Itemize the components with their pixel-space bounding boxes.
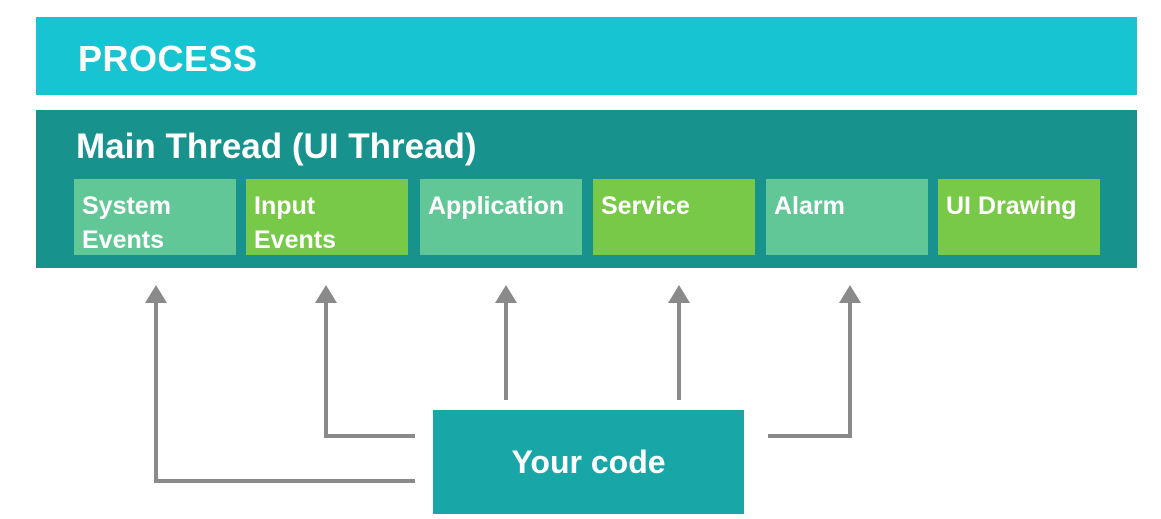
application-box: Application — [420, 179, 582, 255]
arrow-to-system-events — [154, 292, 415, 483]
service-label: Service — [601, 192, 690, 220]
ui-drawing-label: UI Drawing — [946, 192, 1077, 220]
arrowhead-service — [668, 285, 690, 303]
ui-drawing-box: UI Drawing — [938, 179, 1100, 255]
input-events-label-line2: Events — [254, 226, 336, 254]
system-events-label-line1: System — [82, 192, 171, 220]
arrowhead-input-events — [315, 285, 337, 303]
system-events-box: System Events — [74, 179, 236, 255]
arrowhead-application — [495, 285, 517, 303]
input-events-box: Input Events — [246, 179, 408, 255]
arrowhead-system-events — [145, 285, 167, 303]
arrowhead-alarm — [839, 285, 861, 303]
application-label: Application — [428, 192, 565, 220]
main-thread-container: Main Thread (UI Thread) System Events In… — [36, 110, 1137, 268]
system-events-label-line2: Events — [82, 226, 164, 254]
alarm-box: Alarm — [766, 179, 928, 255]
service-box: Service — [593, 179, 755, 255]
process-label: PROCESS — [78, 38, 258, 79]
input-events-label-line1: Input — [254, 192, 316, 220]
arrow-to-input-events — [324, 292, 415, 438]
your-code-box: Your code — [433, 410, 744, 514]
process-bar: PROCESS — [36, 17, 1137, 95]
main-thread-title: Main Thread (UI Thread) — [76, 127, 477, 166]
your-code-label: Your code — [511, 443, 666, 480]
alarm-label: Alarm — [774, 192, 845, 220]
arrow-to-alarm — [768, 292, 852, 438]
